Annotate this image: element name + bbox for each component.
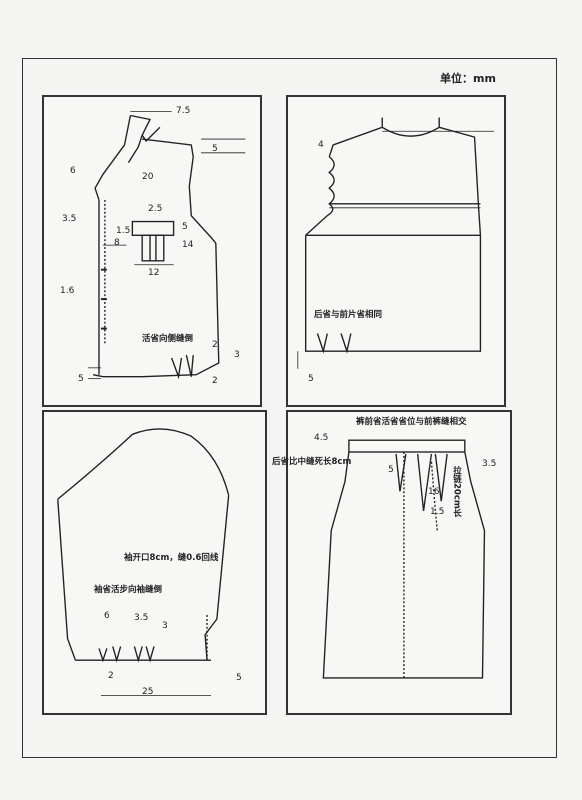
- zipper-note: 拉链20cm长: [451, 466, 462, 518]
- front-bodice-panel: 7.5 5 6 3.5 20 2.5 1.5 5 14 8 12 1.6 活省向…: [42, 95, 262, 407]
- front-length-label: 20: [142, 172, 154, 182]
- back-bodice-panel: 4 后省与前片省相同 5: [286, 95, 506, 407]
- sleeve-dart-a-label: 6: [104, 611, 110, 621]
- hem-side-label: 3: [234, 350, 240, 360]
- dart-a-label: 2: [212, 340, 218, 350]
- pants-dart-front-label: 5: [388, 465, 394, 475]
- cuff-width-label: 25: [142, 687, 154, 697]
- front-dart-note: 活省向侧缝倒: [142, 334, 194, 344]
- back-bodice-drawing: [297, 117, 495, 369]
- back-hem-label: 5: [308, 374, 314, 384]
- pocket-height-label: 14: [182, 240, 194, 250]
- sleeve-drawing: [57, 428, 230, 696]
- sleeve-pleat-label: 2: [108, 671, 114, 681]
- pocket-width-label: 12: [148, 268, 160, 278]
- neck-drop-label: 4: [318, 140, 324, 150]
- pocket-right-label: 5: [182, 222, 188, 232]
- lapel-width-label: 6: [70, 166, 76, 176]
- front-bodice-drawing: [88, 111, 246, 380]
- sleeve-opening-note: 袖开口8cm，缝0.6回线: [124, 553, 219, 563]
- cuff-side-label: 5: [236, 673, 242, 683]
- back-dart-note: 后省与前片省相同: [314, 310, 383, 320]
- collar-width-label: 7.5: [176, 106, 191, 116]
- sleeve-dart-c-label: 3: [162, 621, 168, 631]
- hem-left-label: 5: [78, 374, 84, 384]
- sleeve-pleat-note: 袖省活步向袖缝倒: [94, 585, 163, 595]
- pocket-flap-width-label: 2.5: [148, 204, 163, 214]
- pants-drawing: [322, 439, 486, 679]
- dart-b-label: 2: [212, 376, 218, 386]
- pants-back-note: 后省比中缝死长8cm: [272, 457, 352, 467]
- pants-top-note: 裤前省活省省位与前裤缝相交: [356, 417, 467, 427]
- pants-side-label: 3.5: [482, 459, 497, 469]
- button-spacing-label: 1.6: [60, 286, 75, 296]
- unit-label: 单位：mm: [440, 72, 496, 85]
- page-frame: [22, 58, 557, 758]
- waistband-label: 4.5: [314, 433, 329, 443]
- pants-panel: 裤前省活省省位与前裤缝相交 4.5 后省比中缝死长8cm 5 16 3.5 1.…: [272, 410, 512, 715]
- collar-height-label: 5: [212, 144, 218, 154]
- pocket-offset-label: 1.5: [116, 226, 131, 236]
- pants-offset-label: 1.5: [430, 507, 445, 517]
- sleeve-panel: 袖开口8cm，缝0.6回线 袖省活步向袖缝倒 6 3.5 3 2 25 5: [42, 410, 267, 715]
- sleeve-dart-b-label: 3.5: [134, 613, 149, 623]
- lapel-drop-label: 3.5: [62, 214, 77, 224]
- pocket-left-label: 8: [114, 238, 120, 248]
- pants-dart-depth-label: 16: [428, 487, 440, 497]
